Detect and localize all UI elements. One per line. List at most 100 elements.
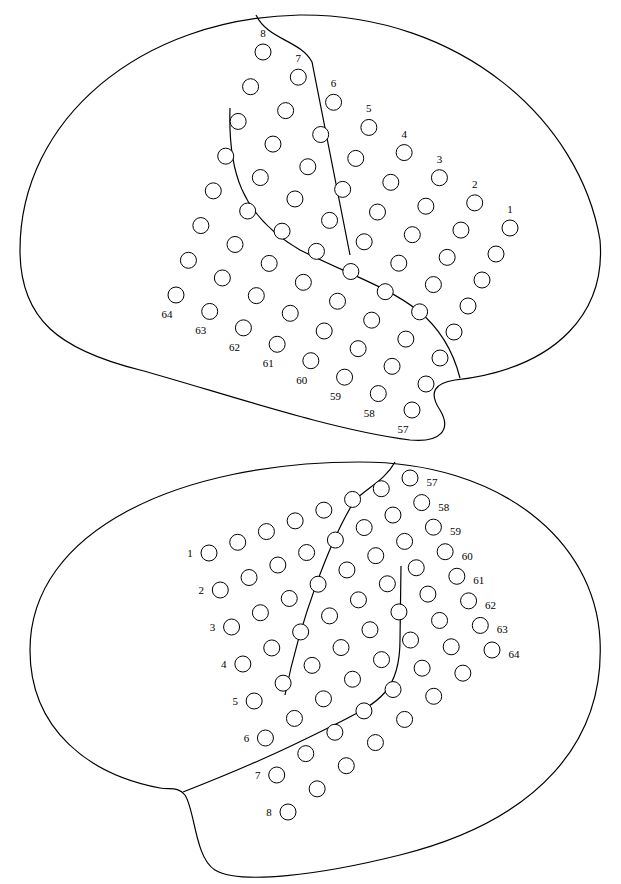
sylvian-fissure: [230, 108, 460, 378]
electrode-contact: [316, 323, 332, 339]
electrode-number: 4: [219, 658, 229, 671]
electrode-contact: [303, 353, 319, 369]
electrode-number: 4: [399, 127, 409, 140]
electrode-contact: [361, 119, 377, 135]
electrode-contact: [298, 746, 314, 762]
electrode-contact: [270, 557, 286, 573]
electrode-contact: [484, 642, 500, 658]
electrode-contact: [281, 590, 297, 606]
electrode-contact: [488, 246, 504, 262]
electrode-contact: [474, 272, 490, 288]
electrode-contact: [300, 159, 316, 175]
electrode-contact: [426, 688, 442, 704]
electrode-contact: [338, 758, 354, 774]
electrode-contact: [308, 243, 324, 259]
electrode-contact: [304, 657, 320, 673]
electrode-number: 63: [193, 324, 208, 337]
electrode-contact: [290, 69, 306, 85]
electrode-number: 2: [470, 177, 480, 190]
electrode-contact: [460, 298, 476, 314]
central-sulcus: [285, 462, 395, 695]
electrode-contact: [327, 532, 343, 548]
electrode-number: 3: [208, 621, 218, 634]
electrode-contact: [335, 181, 351, 197]
electrode-contact: [431, 170, 447, 186]
electrode-contact: [398, 331, 414, 347]
electrode-contact: [241, 570, 257, 586]
electrode-number: 6: [242, 732, 252, 745]
electrode-contact: [264, 640, 280, 656]
electrode-number: 7: [253, 769, 263, 782]
electrode-contact: [412, 304, 428, 320]
electrode-contact: [418, 376, 434, 392]
electrode-number: 60: [294, 373, 309, 386]
electrode-contact: [391, 255, 407, 271]
electrode-contact: [404, 402, 420, 418]
electrode-number: 58: [436, 500, 451, 513]
electrode-number: 6: [329, 77, 339, 90]
electrode-contact: [397, 533, 413, 549]
electrode-number: 3: [435, 152, 445, 165]
electrode-contact: [350, 592, 366, 608]
electrode-contact: [218, 148, 234, 164]
electrode-contact: [414, 495, 430, 511]
sylvian-fissure: [183, 566, 401, 792]
electrode-contact: [502, 220, 518, 236]
electrode-contact: [202, 303, 218, 319]
electrode-contact: [287, 513, 303, 529]
electrode-number: 57: [425, 476, 440, 489]
electrode-contact: [379, 576, 395, 592]
electrode-contact: [316, 502, 332, 518]
electrode-contact: [180, 252, 196, 268]
electrode-contact: [230, 534, 246, 550]
electrode-contact: [257, 730, 273, 746]
electrode-contact: [362, 622, 378, 638]
electrode-contact: [356, 234, 372, 250]
electrode-contact: [265, 136, 281, 152]
electrode-contact: [224, 619, 240, 635]
electrode-contact: [425, 519, 441, 535]
electrode-contact: [432, 350, 448, 366]
electrode-contact: [368, 548, 384, 564]
electrode-contact: [252, 605, 268, 621]
electrode-contact: [212, 582, 228, 598]
brain-outline: [20, 15, 601, 440]
electrode-contact: [246, 693, 262, 709]
electrode-contact: [330, 293, 346, 309]
electrode-number: 57: [396, 423, 411, 436]
electrode-contact: [344, 671, 360, 687]
electrode-contact: [343, 264, 359, 280]
electrode-contact: [313, 127, 329, 143]
electrode-number: 2: [197, 584, 207, 597]
electrode-contact: [420, 586, 436, 602]
electrode-number: 62: [227, 340, 242, 353]
electrode-contact: [432, 612, 448, 628]
electrode-contact: [261, 255, 277, 271]
electrode-contact: [374, 652, 390, 668]
electrode-contact: [214, 270, 230, 286]
electrode-contact: [282, 305, 298, 321]
electrode-contact: [373, 481, 389, 497]
electrode-contact: [455, 665, 471, 681]
electrode-contact: [453, 222, 469, 238]
electrode-contact: [391, 604, 407, 620]
electrode-contact: [235, 320, 251, 336]
electrode-contact: [322, 212, 338, 228]
electrode-contact: [402, 470, 418, 486]
electrode-contact: [383, 174, 399, 190]
electrode-contact: [446, 324, 462, 340]
electrode-number: 59: [328, 390, 343, 403]
electrode-number: 5: [364, 102, 374, 115]
brain-outline: [30, 462, 600, 877]
electrode-number: 7: [294, 52, 304, 65]
electrode-number: 60: [460, 549, 475, 562]
electrode-contact: [258, 524, 274, 540]
electrode-contact: [278, 103, 294, 119]
electrode-contact: [274, 223, 290, 239]
electrode-contact: [168, 287, 184, 303]
electrode-contact: [295, 274, 311, 290]
electrode-contact: [367, 735, 383, 751]
electrode-contact: [248, 288, 264, 304]
electrode-contact: [418, 198, 434, 214]
